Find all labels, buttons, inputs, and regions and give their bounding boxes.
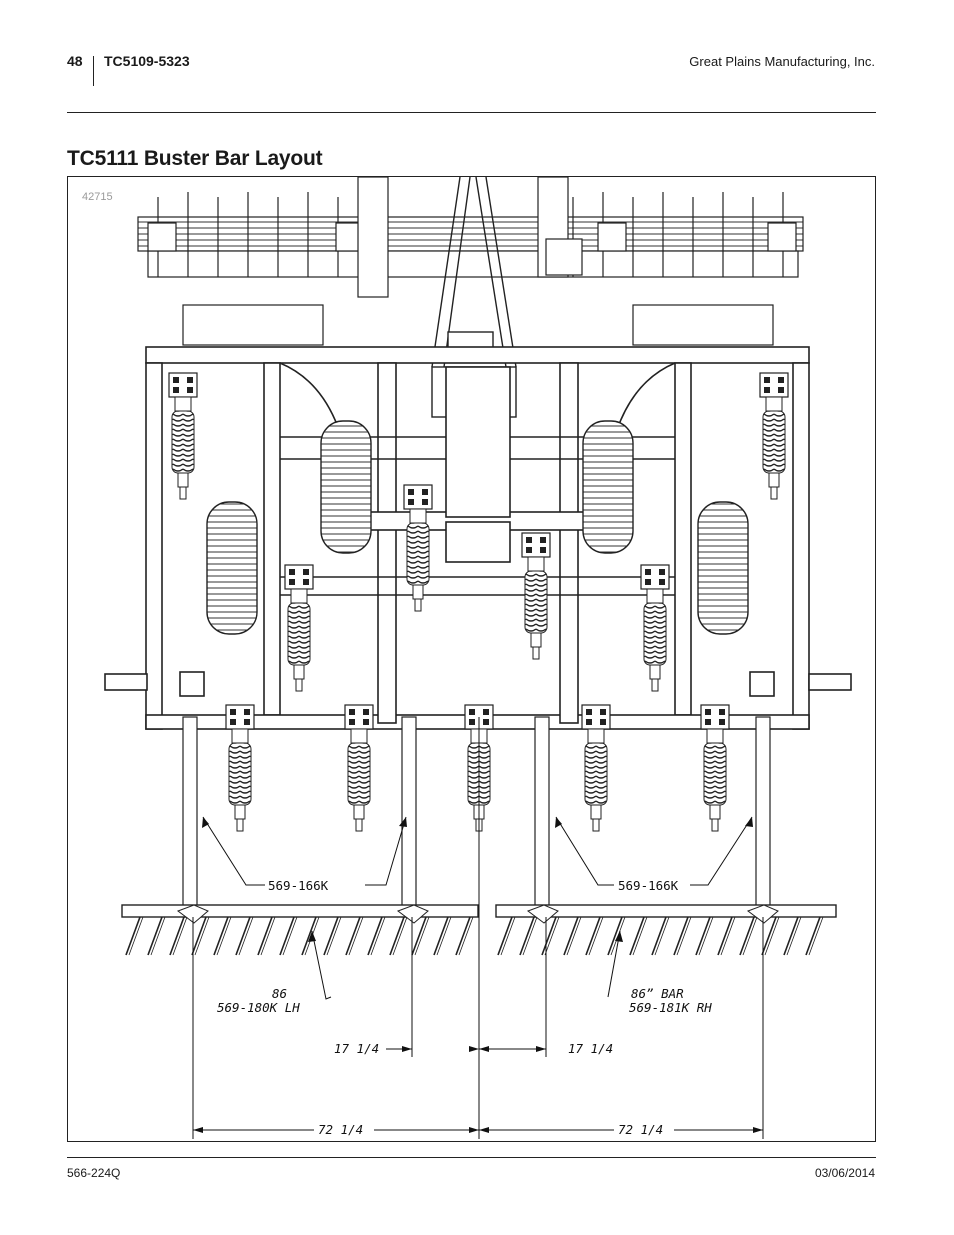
dim-inner-right: 17 1/4 bbox=[568, 1041, 613, 1056]
footer-rule bbox=[67, 1157, 876, 1158]
rolling-basket-assembly bbox=[137, 177, 804, 346]
callout-shank-right: 569-166K bbox=[618, 878, 679, 893]
page-title: TC5111 Buster Bar Layout bbox=[67, 147, 323, 170]
publication-date: 03/06/2014 bbox=[814, 1166, 875, 1180]
callout-bar-rh-length: 86” BAR bbox=[631, 986, 684, 1001]
buster-bar-layout-drawing: 569-166K 569-166K 86 569-180K LH 86” BAR… bbox=[104, 177, 852, 1139]
callout-bar-rh-part: 569-181K RH bbox=[629, 1000, 712, 1015]
callout-leaders bbox=[202, 816, 753, 1000]
dim-inner-left: 17 1/4 bbox=[334, 1041, 379, 1056]
callout-bar-lh-part: 569-180K LH bbox=[217, 1000, 300, 1015]
header-divider bbox=[93, 56, 94, 86]
callout-arrowheads bbox=[202, 817, 753, 942]
transport-wheels bbox=[206, 420, 749, 635]
dim-outer-left: 72 1/4 bbox=[318, 1122, 363, 1137]
dimension-lines bbox=[192, 717, 764, 1139]
company-name: Great Plains Manufacturing, Inc. bbox=[689, 54, 875, 69]
buster-bar-rh bbox=[495, 904, 837, 956]
page-number: 48 bbox=[67, 53, 83, 69]
dim-outer-right: 72 1/4 bbox=[618, 1122, 663, 1137]
buster-bar-arms bbox=[182, 716, 771, 918]
figure-frame bbox=[67, 176, 876, 1142]
buster-bar-lh bbox=[121, 904, 479, 956]
callout-shank-left: 569-166K bbox=[268, 878, 329, 893]
dimension-arrowheads bbox=[193, 1046, 763, 1133]
figure-number: 42715 bbox=[82, 191, 113, 203]
callout-bar-lh-length: 86 bbox=[272, 986, 287, 1001]
model-number: TC5109-5323 bbox=[104, 53, 190, 69]
document-number: 566-224Q bbox=[67, 1166, 121, 1180]
header-rule bbox=[67, 112, 876, 113]
